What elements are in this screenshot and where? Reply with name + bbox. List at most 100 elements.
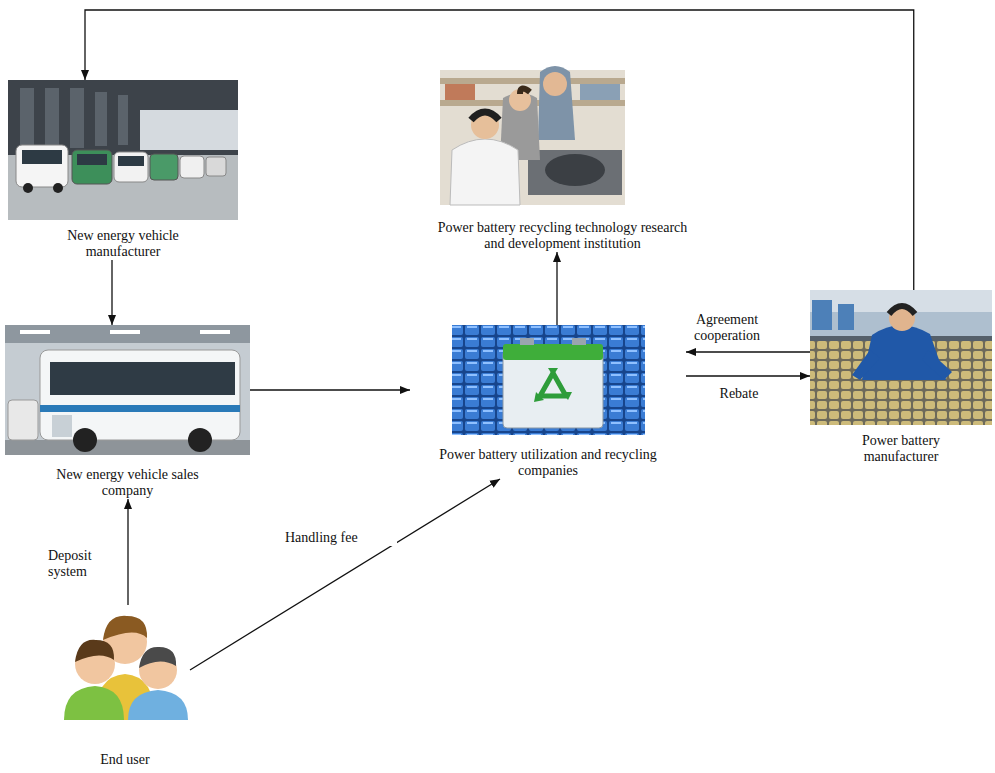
battery-recycling-photo [452, 325, 645, 435]
vehicle-sales-photo [8, 400, 38, 440]
vehicle-sales-photo [5, 325, 250, 343]
research-lab-photo [543, 72, 567, 96]
node-caption: Power battery recycling technology resea… [438, 220, 688, 252]
research-lab-photo [440, 66, 625, 205]
vehicle-factory-photo [77, 154, 107, 165]
vehicle-sales-photo [20, 330, 50, 334]
node-caption: Power battery utilization and recycling … [418, 447, 678, 479]
vehicle-sales-photo [50, 362, 235, 395]
vehicle-factory-photo [20, 88, 34, 148]
research-lab-photo [528, 150, 622, 195]
node-caption: New energy vehicle sales company [38, 467, 218, 499]
battery-factory-photo [810, 290, 992, 425]
battery-recycling-photo [562, 392, 572, 400]
vehicle-factory-photo [22, 150, 62, 164]
end-user-icon [103, 616, 147, 640]
photo-node: New energy vehicle sales company [5, 325, 250, 499]
vehicle-factory-photo [72, 150, 112, 184]
battery-recycling-photo [520, 338, 534, 345]
end-user-icon [75, 640, 114, 662]
battery-recycling-photo [572, 338, 586, 345]
vehicle-factory-photo [16, 145, 68, 187]
photo-frame [8, 80, 238, 220]
research-lab-photo [520, 88, 530, 94]
photo-frame [452, 325, 645, 435]
flow-arrow [127, 499, 128, 605]
vehicle-factory-photo [53, 183, 63, 193]
node-caption: End user [70, 752, 180, 768]
photo-frame [440, 70, 625, 205]
research-lab-photo [580, 84, 620, 100]
edge-label: Deposit system [46, 548, 112, 580]
vehicle-factory-photo [23, 183, 33, 193]
vehicle-factory-photo [95, 92, 107, 146]
end-user-icon [64, 686, 124, 720]
vehicle-factory-photo [8, 80, 238, 155]
vehicle-factory-photo [8, 80, 238, 220]
research-lab-photo [509, 89, 531, 111]
battery-factory-photo [810, 290, 992, 425]
vehicle-factory-photo [140, 110, 238, 150]
research-lab-photo [471, 111, 499, 139]
vehicle-factory-photo [118, 95, 128, 145]
end-user-icon [128, 690, 188, 720]
vehicle-sales-photo [52, 415, 72, 437]
flow-arrow [686, 351, 810, 352]
battery-recycling-photo [452, 325, 645, 435]
vehicle-sales-photo [5, 325, 250, 455]
photo-node: Power battery manufacturer [810, 290, 992, 465]
vehicle-sales-photo [188, 428, 212, 452]
vehicle-sales-photo [200, 330, 230, 334]
end-user-icon [64, 616, 188, 720]
research-lab-photo [471, 112, 499, 120]
research-lab-photo [440, 70, 625, 205]
vehicle-sales-photo [40, 350, 240, 440]
vehicle-factory-photo [114, 152, 148, 182]
photo-node: New energy vehicle manufacturer [8, 80, 238, 260]
vehicle-sales-photo [40, 405, 240, 412]
flow-arrow [686, 375, 810, 376]
battery-recycling-photo [503, 350, 603, 428]
photo-node: Power battery utilization and recycling … [410, 325, 686, 479]
vehicle-factory-photo [70, 88, 84, 148]
battery-recycling-photo [503, 344, 603, 360]
vehicle-factory-photo [180, 156, 204, 178]
battery-recycling-photo [540, 373, 566, 396]
battery-factory-photo [889, 305, 915, 331]
node-caption: New energy vehicle manufacturer [43, 228, 203, 260]
edge-label: Agreement cooperation [680, 312, 774, 344]
vehicle-sales-photo [73, 428, 97, 452]
research-lab-photo [450, 139, 520, 205]
battery-factory-photo [838, 304, 854, 330]
end-user-icon [139, 647, 176, 668]
flow-arrow [190, 479, 500, 670]
photo-frame [5, 325, 250, 455]
vehicle-sales-photo [110, 330, 140, 334]
vehicle-factory-photo [118, 156, 144, 166]
battery-factory-photo [862, 325, 946, 380]
vehicle-sales-photo [5, 325, 250, 455]
vehicle-factory-photo [206, 157, 226, 176]
research-lab-photo [545, 154, 605, 186]
photo-node: Power battery recycling technology resea… [425, 70, 700, 252]
battery-factory-photo [812, 300, 832, 330]
node-caption: Power battery manufacturer [846, 433, 956, 465]
vehicle-factory-photo [150, 154, 178, 180]
battery-factory-photo [922, 350, 952, 380]
vehicle-sales-photo [5, 440, 250, 455]
research-lab-photo [538, 66, 575, 140]
photo-frame [810, 290, 992, 425]
research-lab-photo [440, 78, 625, 84]
vehicle-factory-photo [8, 80, 238, 220]
vehicle-factory-photo [45, 88, 59, 148]
flow-arrow [111, 260, 112, 325]
photo-node: End user [60, 605, 190, 768]
battery-recycling-photo [548, 368, 558, 376]
battery-factory-photo [852, 350, 880, 380]
research-lab-photo [445, 84, 475, 100]
flow-arrow [250, 389, 410, 390]
battery-recycling-photo [534, 392, 544, 402]
